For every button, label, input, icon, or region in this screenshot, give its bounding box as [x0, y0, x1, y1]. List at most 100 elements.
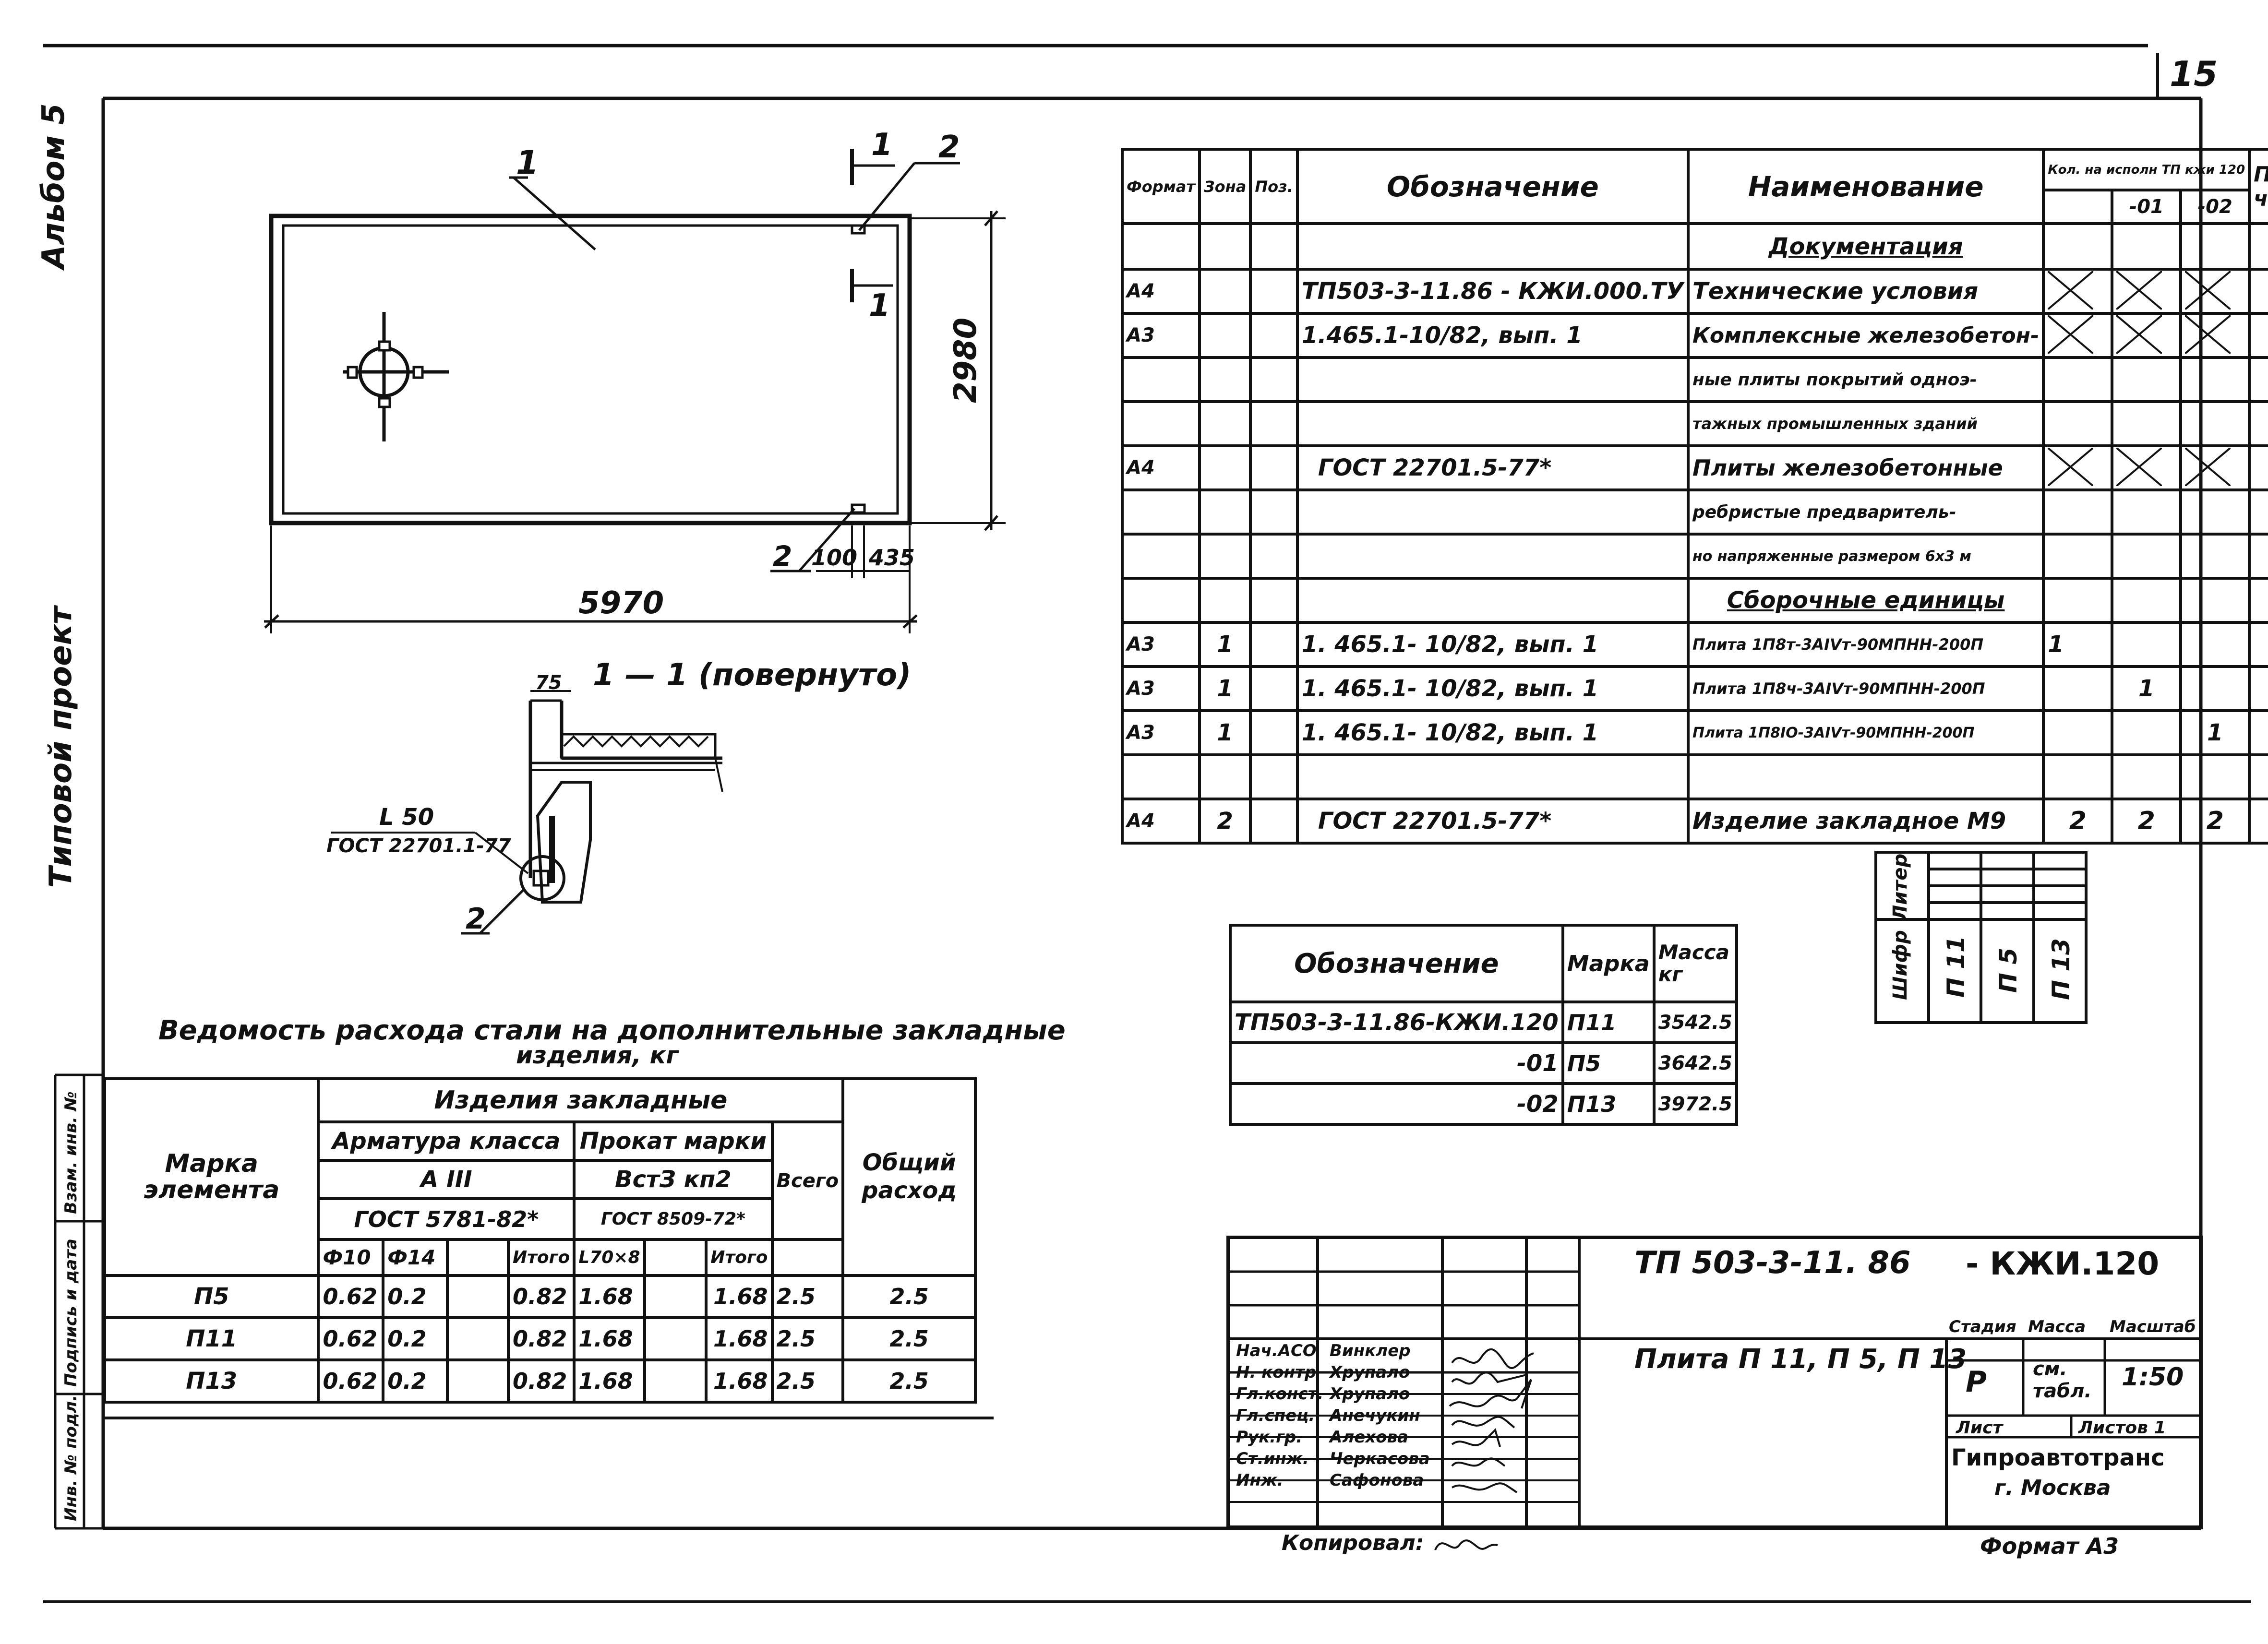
tb-stage: Р	[1966, 1365, 1987, 1399]
steel-row-overall: 2.5	[841, 1358, 977, 1404]
steel-row-subtotal-2: 1.68	[705, 1316, 774, 1361]
plan-pos-2-bottom: 2	[773, 540, 792, 572]
doc-row-name: Плиты железобетонные	[1686, 444, 2045, 491]
tb-person: Анечукин	[1330, 1406, 1420, 1425]
cross-cell	[2042, 312, 2114, 359]
asm-row-name: Плита 1П8ч-3АIVт-90МПНН-200П	[1686, 665, 2045, 712]
col-rebar-grade: А III	[317, 1159, 576, 1200]
sheet-number: 15	[2170, 54, 2218, 94]
col-angle: L70×8	[573, 1238, 646, 1277]
tb-sheet-label: Лист	[1956, 1418, 2003, 1438]
tb-person: Алехова	[1330, 1428, 1409, 1447]
col-zone: Зона	[1198, 148, 1252, 225]
code-value: П 11	[1942, 936, 1970, 998]
doc-row-designation: 1.465.1-10/82, вып. 1	[1296, 312, 1690, 359]
doc-row-designation: ТП503-3-11.86 - КЖИ.000.ТУ	[1296, 268, 1690, 315]
section-title: 1 — 1 (повернуто)	[593, 657, 912, 693]
cross-cell	[2179, 312, 2251, 359]
cross-cell	[2111, 444, 2183, 491]
specification-table: Формат Зона Поз. Обозначение Наименовани…	[1121, 148, 2268, 845]
tb-person: Хрупало	[1330, 1384, 1410, 1404]
col-rolled: Прокат марки	[573, 1120, 774, 1162]
plan-pos-2-top: 2	[938, 130, 960, 165]
tb-role-row: Инж. Сафонова	[1236, 1471, 1562, 1492]
dim-100: 100	[811, 545, 858, 571]
tb-stage-label: Стадия	[1949, 1317, 2016, 1336]
col-format: Формат	[1121, 148, 1201, 225]
col-designation: Обозначение	[1296, 148, 1690, 225]
code-value: П 5	[1994, 947, 2023, 993]
section-mark-top: 1	[871, 127, 893, 163]
steel-row-overall: 2.5	[841, 1274, 977, 1319]
code-label: Шифр	[1889, 930, 1911, 1000]
col-name: Наименование	[1686, 148, 2045, 225]
col-rebar-class: Арматура класса	[317, 1120, 576, 1162]
doc-row-name: ные плиты покрытий одноэ-	[1686, 356, 2045, 403]
tb-mass-label: Масса	[2028, 1317, 2086, 1336]
cross-cell	[2179, 444, 2251, 491]
asm-row-format: А3	[1121, 621, 1201, 668]
col-element-mark: Марка элемента	[103, 1077, 320, 1277]
angle-gost: ГОСТ 22701.1-77	[326, 835, 511, 857]
cross-cell	[2042, 268, 2114, 315]
tb-role-row: Нач.АСО Винклер	[1236, 1341, 1562, 1363]
project-label: Типовой проект	[43, 606, 79, 888]
stamp-inv-orig: Инв. № подл.	[61, 1394, 81, 1521]
dim-width: 2980	[948, 317, 984, 403]
steel-row-d10: 0.62	[317, 1274, 385, 1319]
cross-cell	[2179, 268, 2251, 315]
asm-row-qty-02	[2179, 621, 2251, 668]
steel-row-overall: 2.5	[841, 1316, 977, 1361]
item-row-qty-01: 2	[2111, 798, 2183, 845]
asm-row-pos: 1	[1198, 621, 1252, 668]
mass-row-designation: ТП503-3-11.86-КЖИ.120	[1229, 1001, 1564, 1044]
tb-role: Гл.конст.	[1236, 1384, 1324, 1404]
steel-row-subtotal-2: 1.68	[705, 1274, 774, 1319]
doc-row-format: А4	[1121, 444, 1201, 491]
item-row-qty-02: 2	[2179, 798, 2251, 845]
col-rolled-grade: ВстЗ кп2	[573, 1159, 774, 1200]
steel-row-mark: П11	[103, 1316, 320, 1361]
col-note: Приме-чание	[2248, 148, 2268, 225]
steel-consumption-table: Марка элемента Изделия закладные Общий р…	[103, 1077, 977, 1404]
col-qty-02: -02	[2179, 189, 2251, 225]
mass-row-designation: -01	[1229, 1041, 1564, 1085]
asm-row-qty: 1	[2042, 621, 2114, 668]
col-overall: Общий расход	[841, 1077, 977, 1277]
col-qty: Кол. на исполн ТП кжи 120	[2042, 148, 2251, 191]
section-documentation: Документация	[1686, 222, 2045, 271]
col-total: Всего	[770, 1120, 845, 1241]
dim-435: 435	[869, 545, 915, 571]
asm-row-designation: 1. 465.1- 10/82, вып. 1	[1296, 665, 1690, 712]
doc-row-name: ребристые предваритель-	[1686, 488, 2045, 536]
liter-label: Литер	[1889, 853, 1911, 919]
asm-row-qty	[2042, 665, 2114, 712]
mass-row-mark: П11	[1561, 1001, 1656, 1044]
asm-row-pos: 1	[1198, 709, 1252, 756]
mass-row-mass: 3642.5	[1652, 1041, 1739, 1085]
doc-row-name: Технические условия	[1686, 268, 2045, 315]
mass-row-mark: П13	[1561, 1082, 1656, 1126]
doc-row-format: А4	[1121, 268, 1201, 315]
tb-city: г. Москва	[1994, 1476, 2111, 1500]
steel-row-total: 2.5	[770, 1358, 845, 1404]
asm-row-qty-01	[2111, 709, 2183, 756]
cross-cell	[2042, 444, 2114, 491]
tb-role-row: Рук.гр. Алехова	[1236, 1428, 1562, 1449]
mass-table: Обозначение Марка Масса кг ТП503-3-11.86…	[1229, 924, 1739, 1126]
item-row-pos: 2	[1198, 798, 1252, 845]
steel-row-total: 2.5	[770, 1274, 845, 1319]
mass-row-mass: 3542.5	[1652, 1001, 1739, 1044]
item-row-name: Изделие закладное М9	[1686, 798, 2045, 845]
tb-scale-label: Масштаб	[2110, 1317, 2196, 1336]
section-pos-2: 2	[466, 902, 486, 936]
tb-role: Гл.спец.	[1236, 1406, 1315, 1425]
tb-code: ТП 503-3-11. 86	[1634, 1245, 1911, 1281]
tb-org: Гипроавтотранс	[1951, 1444, 2165, 1471]
cross-cell	[2111, 312, 2183, 359]
tb-role: Инж.	[1236, 1471, 1284, 1490]
asm-row-qty	[2042, 709, 2114, 756]
steel-row-total: 2.5	[770, 1316, 845, 1361]
tb-role: Рук.гр.	[1236, 1428, 1303, 1447]
tb-role: Н. контр	[1236, 1363, 1317, 1382]
